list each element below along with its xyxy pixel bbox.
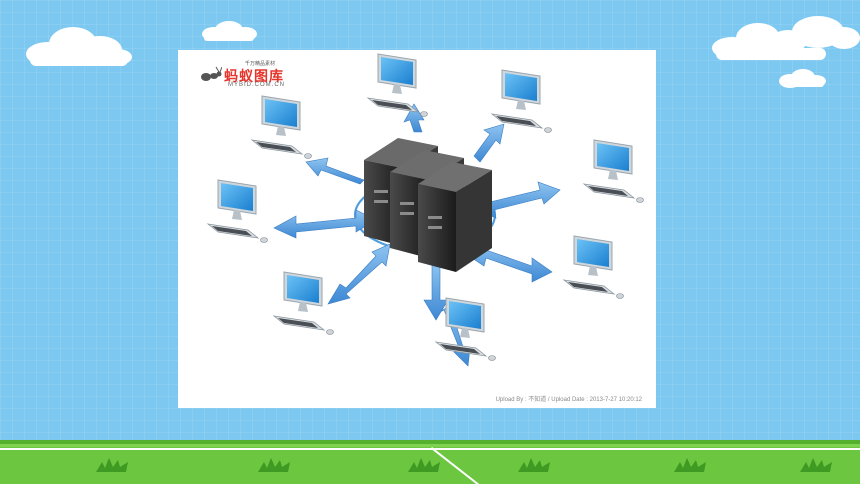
arrow-icon — [273, 103, 561, 367]
logo-name: 蚂蚁图库 — [224, 68, 284, 84]
network-diagram-photo: 千万精品素材 蚂蚁图库 MYBID.COM.CN Upload By : 不知道… — [178, 50, 656, 408]
grass-ground — [0, 440, 860, 484]
logo-url: MYBID.COM.CN — [228, 82, 285, 88]
cloud-icon — [712, 16, 860, 60]
workstation-icon — [273, 271, 334, 335]
workstation-icon — [435, 297, 496, 361]
workstation-icon — [251, 95, 312, 159]
workstation-icon — [367, 53, 428, 117]
logo-tagline: 千万精品素材 — [245, 61, 276, 67]
grass-icon — [518, 458, 550, 472]
server-vents — [374, 190, 442, 229]
cloud-icon — [779, 69, 826, 88]
cloud-icon — [26, 27, 132, 66]
grass-icon — [800, 458, 832, 472]
workstation-icon — [583, 139, 644, 203]
network-illustration — [207, 53, 644, 367]
workstation-icon — [491, 69, 552, 133]
cloud-icon — [202, 21, 257, 41]
grass-icon — [258, 458, 290, 472]
workstation-icon — [207, 179, 268, 243]
upload-caption: Upload By : 不知道 / Upload Date : 2013-7-2… — [495, 397, 642, 403]
grass-icon — [674, 458, 706, 472]
grass-icon — [408, 458, 440, 472]
workstation-icon — [563, 235, 624, 299]
grass-icon — [96, 458, 128, 472]
field-line — [0, 448, 860, 450]
ant-logo-icon — [201, 66, 222, 81]
